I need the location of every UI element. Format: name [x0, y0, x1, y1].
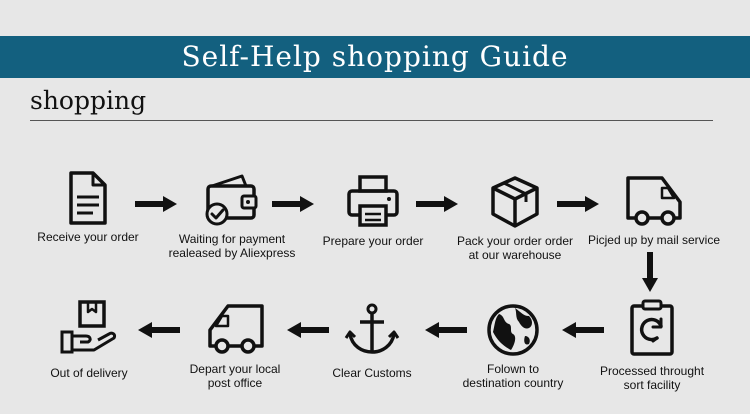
right-arrow-icon: [416, 196, 458, 212]
truck-icon: [208, 304, 264, 354]
globe-icon: [487, 304, 539, 356]
step-prepare-order: Prepare your order: [298, 174, 448, 248]
step-picked-up: Picjed up by mail service: [579, 172, 729, 247]
step-label: Clear Customs: [332, 366, 412, 380]
printer-icon: [347, 175, 399, 227]
step-label: Prepare your order: [322, 234, 424, 248]
step-label: Folown to destination country: [462, 362, 564, 390]
section-heading: shopping: [30, 86, 147, 115]
step-sort-facility: Processed throught sort facility: [577, 298, 727, 392]
anchor-icon: [344, 303, 400, 354]
step-flown-destination: Folown to destination country: [438, 302, 588, 390]
wallet-icon: [205, 174, 258, 226]
clipboard-refresh-icon: [630, 299, 674, 356]
hand-box-icon: [60, 300, 116, 354]
step-label: Depart your local post office: [189, 362, 281, 390]
step-pack-order: Pack your order order at our warehouse: [440, 174, 590, 262]
truck-icon: [626, 176, 682, 226]
step-label: Processed throught sort facility: [599, 364, 705, 392]
step-waiting-payment: Waiting for payment realeased by Aliexpr…: [157, 172, 307, 260]
left-arrow-icon: [425, 322, 467, 338]
title-banner: Self-Help shopping Guide: [0, 36, 750, 78]
box-icon: [491, 176, 539, 228]
left-arrow-icon: [287, 322, 329, 338]
step-label: Picjed up by mail service: [587, 233, 721, 247]
left-arrow-icon: [562, 322, 604, 338]
document-icon: [69, 171, 107, 225]
step-out-of-delivery: Out of delivery: [14, 300, 164, 380]
right-arrow-icon: [272, 196, 314, 212]
step-clear-customs: Clear Customs: [297, 302, 447, 380]
step-label: Receive your order: [37, 230, 139, 244]
step-label: Pack your order order at our warehouse: [456, 234, 574, 262]
section-divider: [30, 120, 713, 121]
right-arrow-icon: [135, 196, 177, 212]
right-arrow-icon: [557, 196, 599, 212]
left-arrow-icon: [138, 322, 180, 338]
step-depart-post-office: Depart your local post office: [160, 300, 310, 390]
guide-title: Self-Help shopping Guide: [181, 40, 569, 73]
step-label: Out of delivery: [50, 366, 128, 380]
step-receive-order: Receive your order: [13, 170, 163, 244]
down-arrow-icon: [642, 252, 658, 292]
step-label: Waiting for payment realeased by Aliexpr…: [168, 232, 296, 260]
